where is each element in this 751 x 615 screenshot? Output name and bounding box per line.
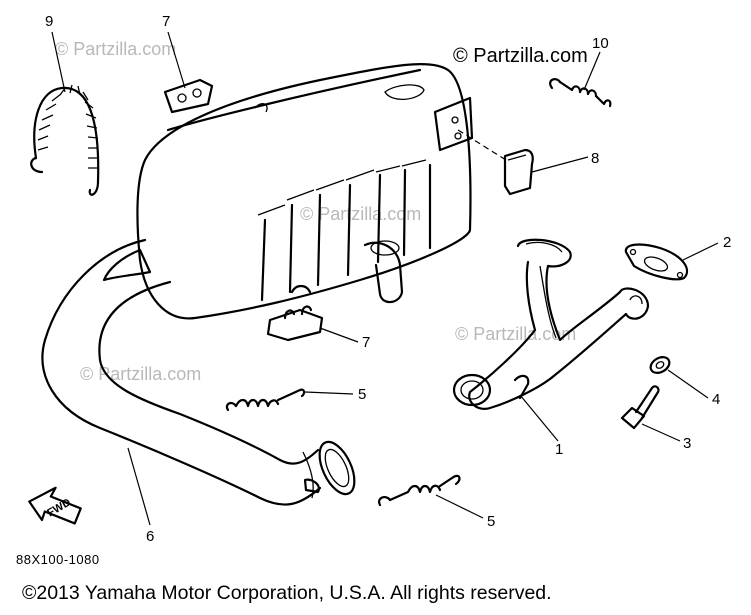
- copyright-notice: ©2013 Yamaha Motor Corporation, U.S.A. A…: [22, 582, 552, 604]
- part-5-spring-upper: [225, 388, 306, 412]
- callout-9: 9: [45, 13, 53, 30]
- watermark-faint-mid: © Partzilla.com: [300, 204, 421, 224]
- callout-4: 4: [712, 391, 720, 408]
- callout-7-lower: 7: [362, 334, 370, 351]
- part-8-damper: [503, 148, 534, 196]
- leader-2: [682, 242, 719, 261]
- callout-6: 6: [146, 528, 154, 545]
- fwd-arrow-icon: FWD: [28, 486, 82, 525]
- part-3-bolt: [620, 385, 660, 430]
- part-10-spring: [549, 78, 612, 108]
- part-4-washer: [649, 356, 671, 374]
- leader-1: [519, 394, 559, 442]
- part-2-gasket: [624, 243, 689, 281]
- callout-1: 1: [555, 441, 563, 458]
- callout-2: 2: [723, 234, 731, 251]
- part-7-bracket-lower: [266, 305, 324, 342]
- callout-7-top: 7: [162, 13, 170, 30]
- callout-5-lower: 5: [487, 513, 495, 530]
- fwd-label: FWD: [45, 496, 73, 519]
- callout-8: 8: [591, 150, 599, 167]
- part-1-joint-pipe: [452, 238, 650, 410]
- leader-8: [531, 156, 589, 173]
- callout-5-upper: 5: [358, 386, 366, 403]
- leader-10: [583, 51, 601, 91]
- leader-5-lower: [435, 494, 484, 519]
- leader-4: [667, 369, 709, 399]
- leader-3: [641, 423, 681, 442]
- diagram-code: 88X100-1080: [16, 552, 100, 567]
- part-6-exhaust-pipe: [41, 238, 356, 506]
- watermark-faint-top: © Partzilla.com: [55, 39, 176, 59]
- part-7-bracket-top: [163, 78, 214, 114]
- part-5-spring-lower: [378, 474, 461, 507]
- watermark-faint-right: © Partzilla.com: [455, 324, 576, 344]
- leader-5-upper: [304, 391, 354, 395]
- leader-7-top: [167, 31, 186, 89]
- callout-10: 10: [592, 35, 609, 52]
- leader-9: [51, 31, 66, 93]
- watermark-primary: © Partzilla.com: [453, 45, 588, 67]
- part-9-spring: [30, 84, 100, 196]
- watermark-faint-left: © Partzilla.com: [80, 364, 201, 384]
- callout-3: 3: [683, 435, 691, 452]
- dashed-line-8: [457, 129, 507, 161]
- leader-7-lower: [319, 327, 359, 343]
- leader-6: [127, 447, 151, 526]
- part-muffler: [136, 62, 474, 320]
